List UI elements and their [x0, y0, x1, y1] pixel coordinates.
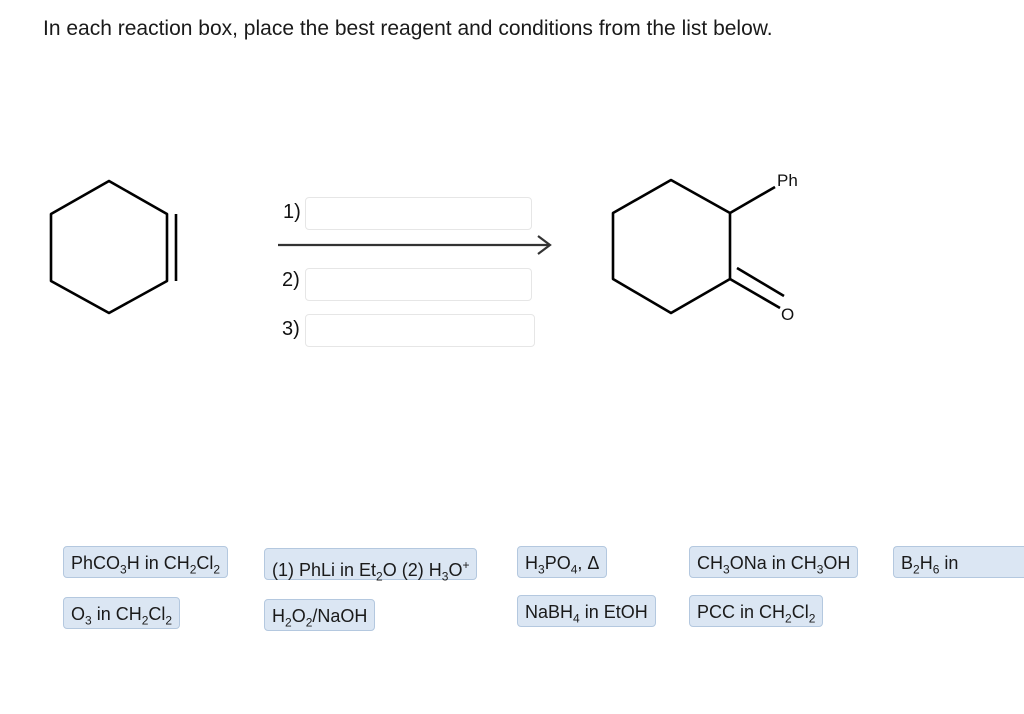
- reagent-chip-h2o2[interactable]: H2O2/NaOH: [264, 599, 376, 631]
- step-2-label: 2): [282, 269, 300, 291]
- instruction-text: In each reaction box, place the best rea…: [43, 17, 773, 40]
- reagent-chip-o3[interactable]: O3 in CH2Cl2: [63, 597, 181, 629]
- reagent-chip-phli[interactable]: (1) PhLi in Et2O (2) H3O+: [264, 548, 478, 584]
- step-1-label: 1): [283, 201, 301, 223]
- reagent-chip-b2h6[interactable]: B2H6 in: [893, 546, 1024, 578]
- step-3-label: 3): [282, 318, 300, 340]
- reagent-chip-pcc[interactable]: PCC in CH2Cl2: [689, 595, 824, 627]
- phenyl-label: Ph: [777, 171, 798, 190]
- reagent-chip-nabh4[interactable]: NaBH4 in EtOH: [517, 595, 656, 627]
- reactant-cyclohexene: [49, 179, 178, 315]
- reaction-box-2[interactable]: [305, 268, 532, 301]
- reaction-box-3[interactable]: [305, 314, 535, 347]
- reagent-chip-ch3ona[interactable]: CH3ONa in CH3OH: [689, 546, 859, 578]
- reagent-chip-phco3h[interactable]: PhCO3H in CH2Cl2: [63, 546, 229, 578]
- product-2-phenylcyclohexanone: [611, 178, 785, 315]
- reaction-arrow: [278, 235, 552, 255]
- reagent-chip-h3po4[interactable]: H3PO4, Δ: [517, 546, 608, 578]
- reaction-box-1[interactable]: [305, 197, 532, 230]
- oxygen-label: O: [781, 305, 794, 324]
